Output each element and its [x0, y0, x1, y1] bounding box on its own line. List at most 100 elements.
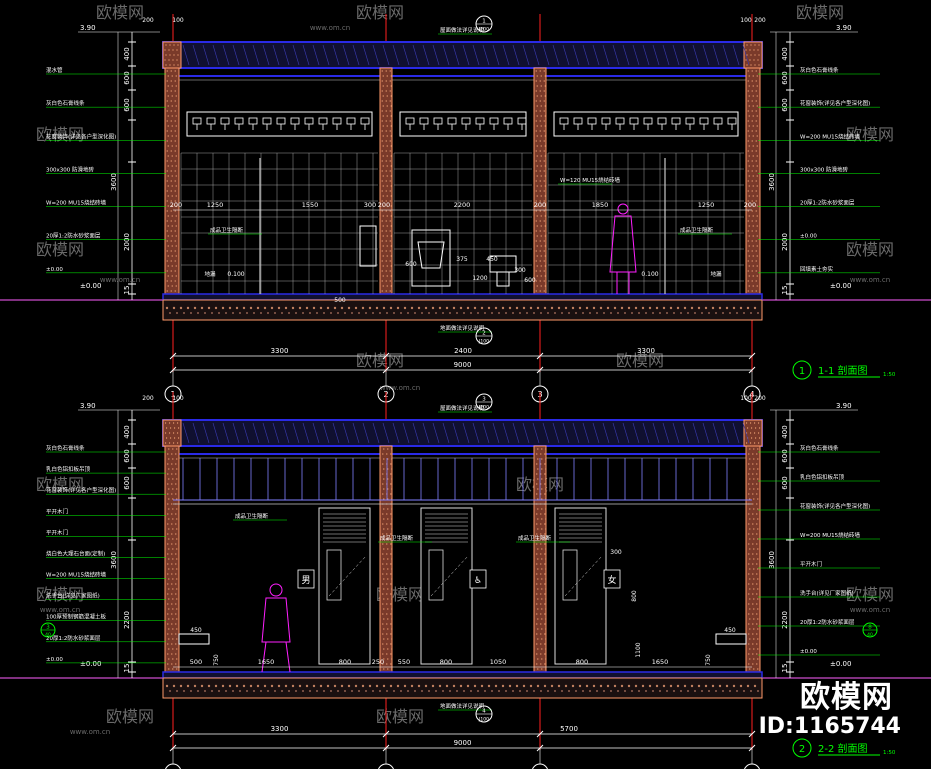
watermark-logo: 欧模网 [846, 585, 894, 604]
fill-gravel [256, 684, 260, 688]
hatch-dot [170, 290, 172, 292]
hatch-dot [536, 195, 538, 197]
fill-gravel [596, 312, 598, 314]
fill-gravel [512, 690, 514, 692]
fill-gravel [617, 690, 619, 692]
hatch-dot [749, 49, 751, 51]
hatch-dot [386, 105, 388, 107]
hatch-dot [171, 523, 173, 525]
hatch-dot [172, 448, 174, 450]
note-left: 100厚预制钢筋混凝土板 [46, 613, 106, 621]
fill-gravel [204, 312, 206, 314]
hatch-dot [172, 568, 174, 570]
hatch-dot [756, 523, 758, 525]
exterior-wall-right [745, 445, 761, 673]
fill-gravel [438, 306, 442, 310]
hatch-dot [755, 200, 757, 202]
hatch-dot [382, 653, 384, 655]
hatch-dot [752, 593, 754, 595]
stall-sign-frame [297, 569, 315, 589]
hatch-dot [386, 613, 388, 615]
hatch-dot [167, 255, 169, 257]
hatch-dot [752, 195, 754, 197]
fill-gravel [589, 312, 591, 314]
hatch-dot [756, 205, 758, 207]
hatch-dot [750, 432, 752, 434]
hatch-dot [385, 220, 387, 222]
hatch-dot [391, 448, 393, 450]
hatch-dot [536, 205, 538, 207]
fill-gravel [466, 684, 470, 688]
hatch-dot [536, 533, 538, 535]
hatch-dot [544, 85, 546, 87]
hatch-dot [543, 260, 545, 262]
hatch-dot [756, 663, 758, 665]
hatch-dot [386, 663, 388, 665]
hatch-dot [383, 518, 385, 520]
hatch-dot [751, 90, 753, 92]
note-right: 回填素土夯实 [800, 265, 834, 273]
floor-level: 0.100 [227, 271, 244, 278]
fill-gravel [333, 306, 337, 310]
hatch-dot [387, 528, 389, 530]
fill-gravel [498, 312, 500, 314]
note-right: W=200 MU15烧结砖墙 [800, 132, 861, 140]
hatch-dot [756, 155, 758, 157]
hatch-dot [175, 125, 177, 127]
hatch-dot [540, 533, 542, 535]
axis-bubble [744, 763, 760, 769]
fill-gravel [596, 690, 598, 692]
height-dim-right: 600 [781, 449, 789, 462]
hatch-dot [540, 145, 542, 147]
roof-hatch [662, 44, 670, 66]
hatch-dot [171, 503, 173, 505]
hatch-dot [381, 90, 383, 92]
hatch-dot [390, 175, 392, 177]
hatch-dot [749, 498, 751, 500]
bottom-dim: 550 [398, 658, 410, 666]
roof-hatch [472, 422, 480, 444]
hatch-dot [167, 125, 169, 127]
roof-hatch [632, 422, 640, 444]
fill-gravel [305, 684, 309, 688]
hatch-dot [752, 225, 754, 227]
hatch-dot [386, 623, 388, 625]
hatch-dot [391, 608, 393, 610]
hatch-dot [168, 648, 170, 650]
hatch-dot [386, 95, 388, 97]
hatch-dot [747, 220, 749, 222]
hatch-dot [749, 448, 751, 450]
hatch-dot [757, 49, 759, 51]
hatch-dot [389, 70, 391, 72]
hatch-dot [381, 240, 383, 242]
hatch-dot [390, 643, 392, 645]
bottom-dim: 250 [372, 658, 384, 666]
hatch-dot [171, 613, 173, 615]
watermark-logo: 欧模网 [376, 707, 424, 726]
fill-gravel [211, 312, 213, 314]
hatch-dot [382, 633, 384, 635]
fill-gravel [435, 690, 437, 692]
fill-gravel [438, 684, 442, 688]
hatch-dot [536, 135, 538, 137]
roof-hatch [582, 44, 590, 66]
elevation-zero-left: ±0.00 [80, 282, 101, 290]
hatch-dot [748, 613, 750, 615]
fill-gravel [477, 312, 479, 314]
hatch-dot [535, 160, 537, 162]
hatch-dot [746, 422, 748, 424]
interior-dim: 200 [378, 201, 390, 209]
hatch-dot [749, 598, 751, 600]
hatch-dot [748, 125, 750, 127]
hatch-dot [544, 583, 546, 585]
side-dim: 450 [724, 627, 736, 634]
hatch-dot [171, 533, 173, 535]
fill-gravel [179, 306, 183, 310]
top-small-dim: 100 [740, 395, 752, 402]
hatch-dot [755, 160, 757, 162]
hatch-dot [755, 270, 757, 272]
fill-gravel [260, 690, 262, 692]
fill-gravel [246, 312, 248, 314]
hatch-dot [757, 618, 759, 620]
